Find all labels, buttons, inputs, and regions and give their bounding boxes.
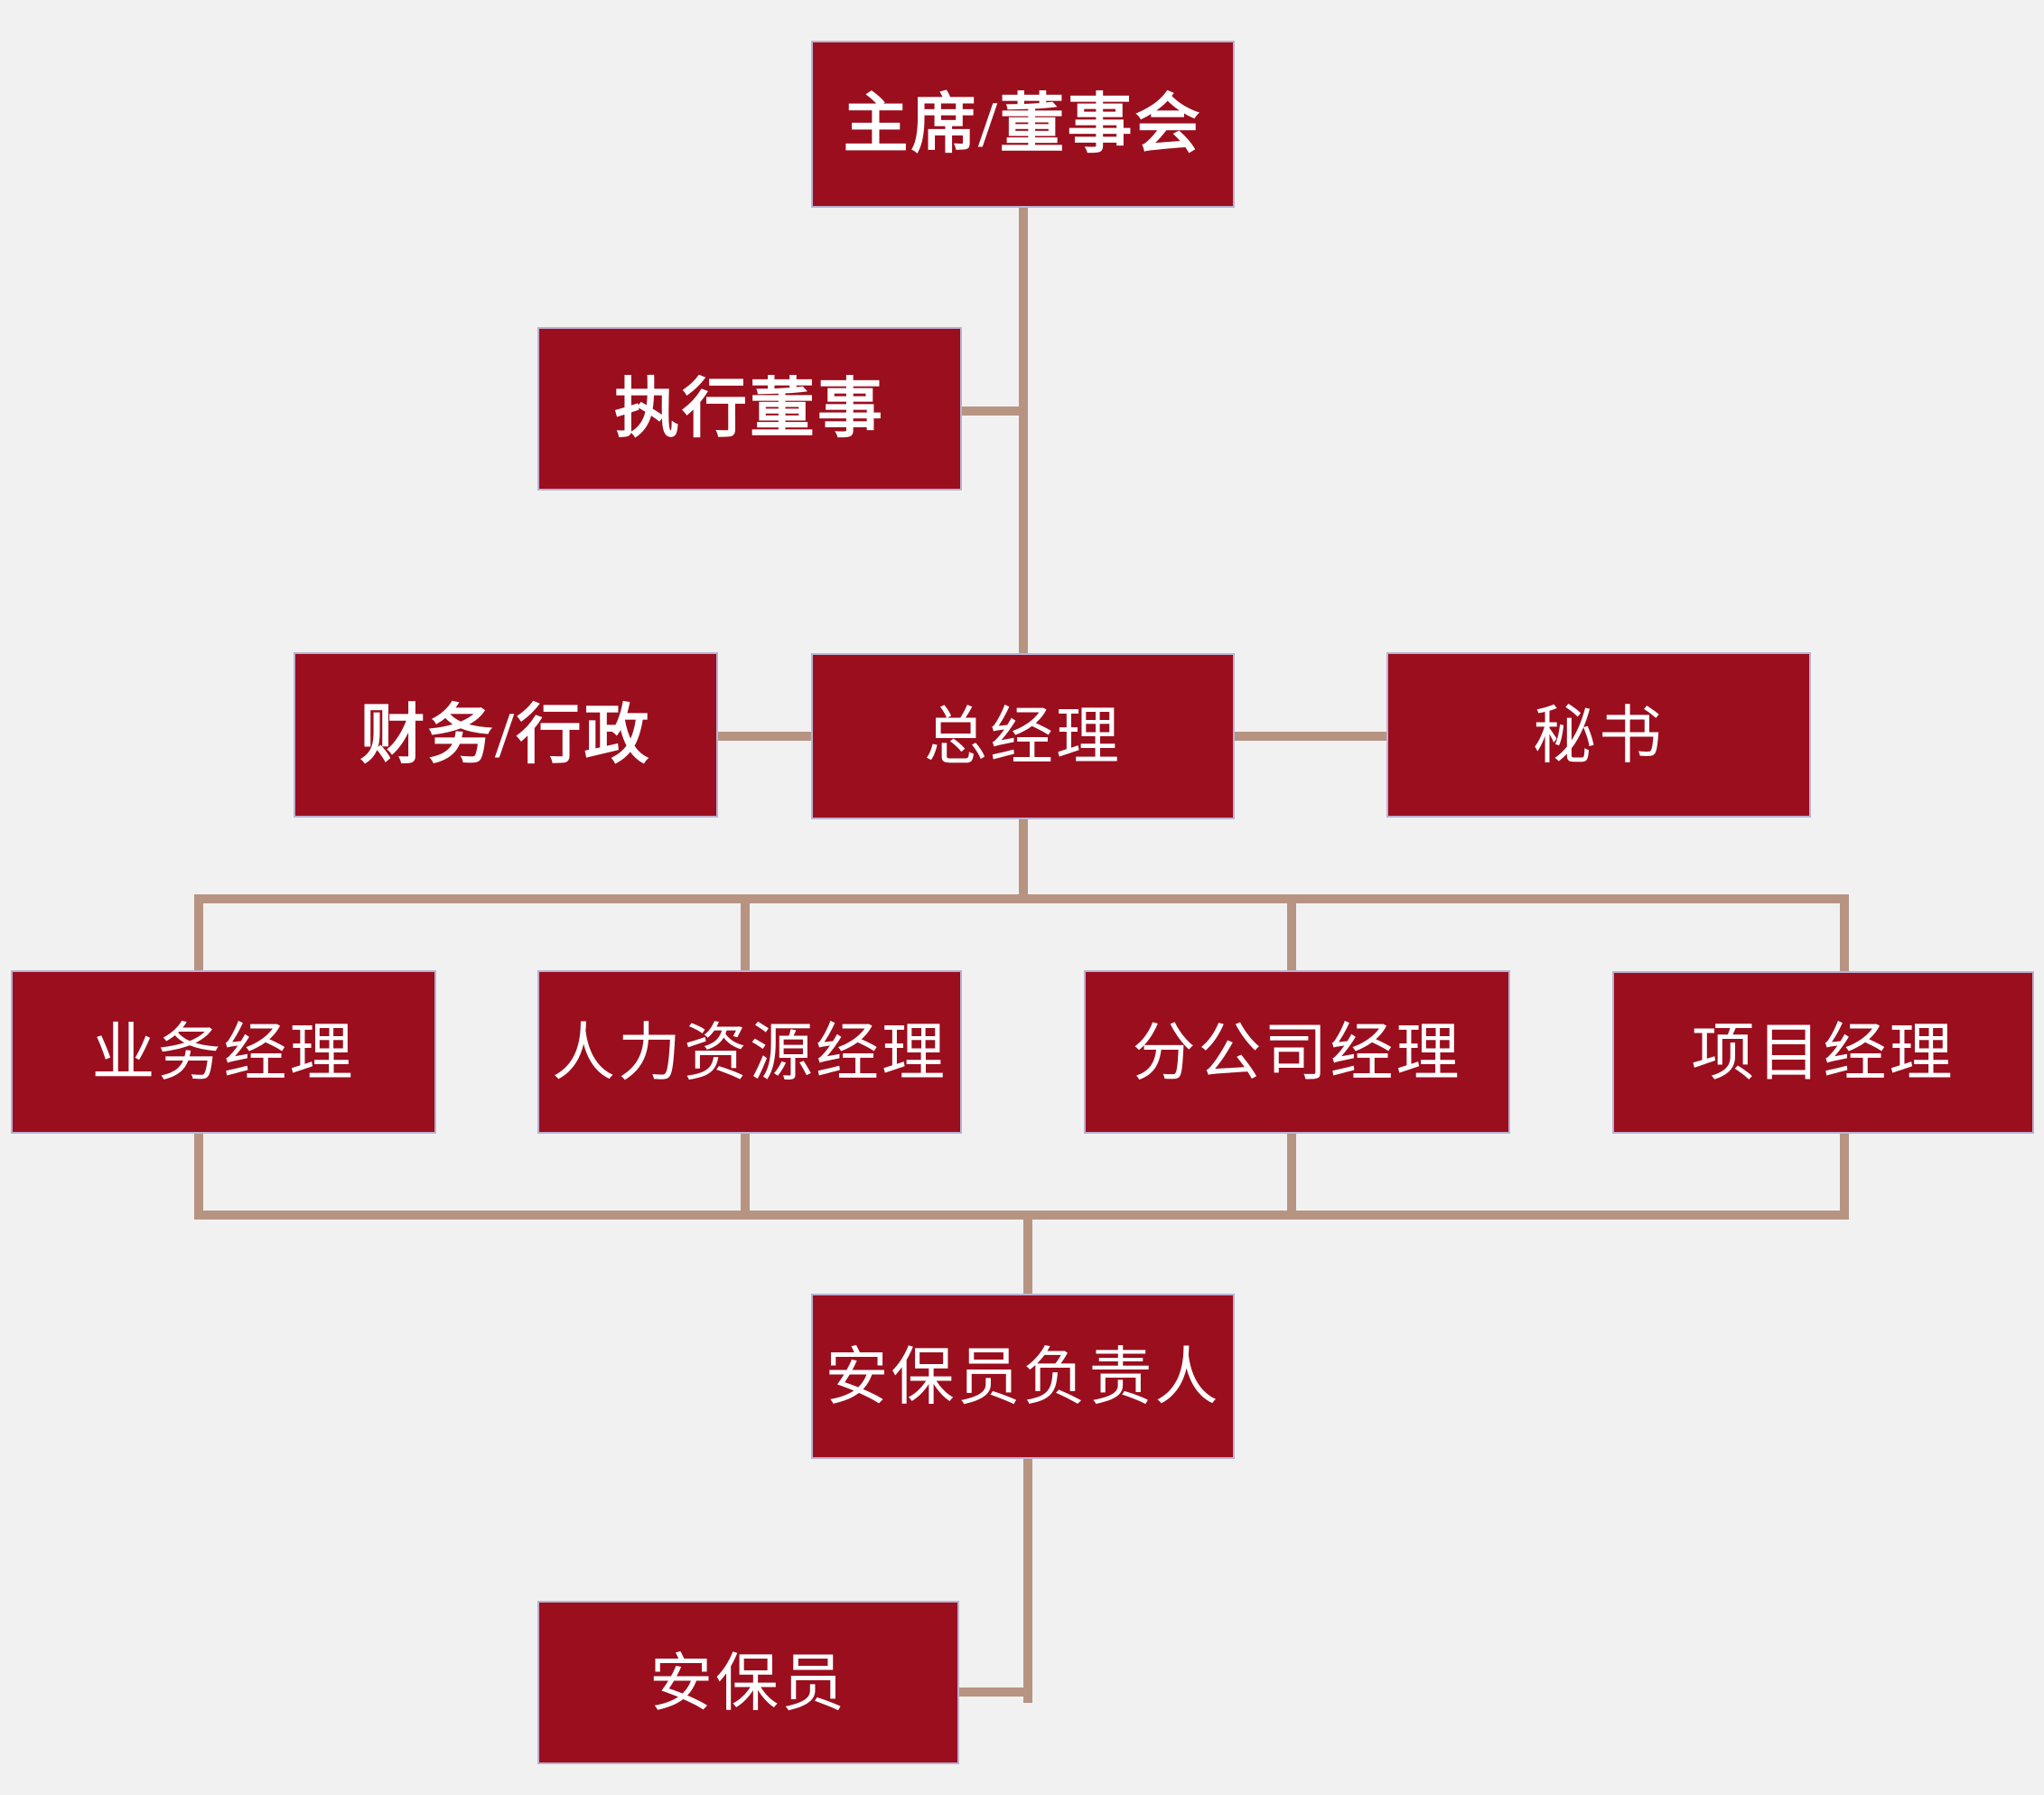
- node-security-lead: 安保员负责人: [811, 1294, 1235, 1459]
- node-chairman-board: 主席/董事会: [811, 41, 1235, 208]
- connector-exec-director-branch: [959, 407, 1022, 416]
- node-security-staff: 安保员: [537, 1601, 959, 1764]
- node-hr-manager: 人力资源经理: [537, 970, 962, 1134]
- node-branch-manager: 分公司经理: [1084, 970, 1510, 1134]
- connector-general-manager-to-secretary: [1233, 732, 1389, 741]
- connector-to-security-staff: [957, 1687, 1032, 1697]
- connector-general-manager-to-bus: [1019, 816, 1028, 899]
- connector-bottom-bus: [194, 1211, 1849, 1220]
- node-executive-director: 执行董事: [537, 327, 962, 491]
- connector-top-bus: [194, 894, 1849, 903]
- node-project-manager: 项目经理: [1612, 971, 2034, 1134]
- node-finance-admin: 财务/行政: [294, 652, 718, 818]
- node-secretary: 秘书: [1386, 652, 1811, 818]
- connector-bus-to-security-lead: [1023, 1211, 1032, 1296]
- connector-security-lead-down: [1023, 1457, 1032, 1703]
- connector-chairman-to-general-manager: [1019, 206, 1028, 658]
- node-general-manager: 总经理: [811, 653, 1235, 819]
- node-business-manager: 业务经理: [11, 970, 436, 1134]
- connector-finance-admin-to-general-manager: [716, 732, 814, 741]
